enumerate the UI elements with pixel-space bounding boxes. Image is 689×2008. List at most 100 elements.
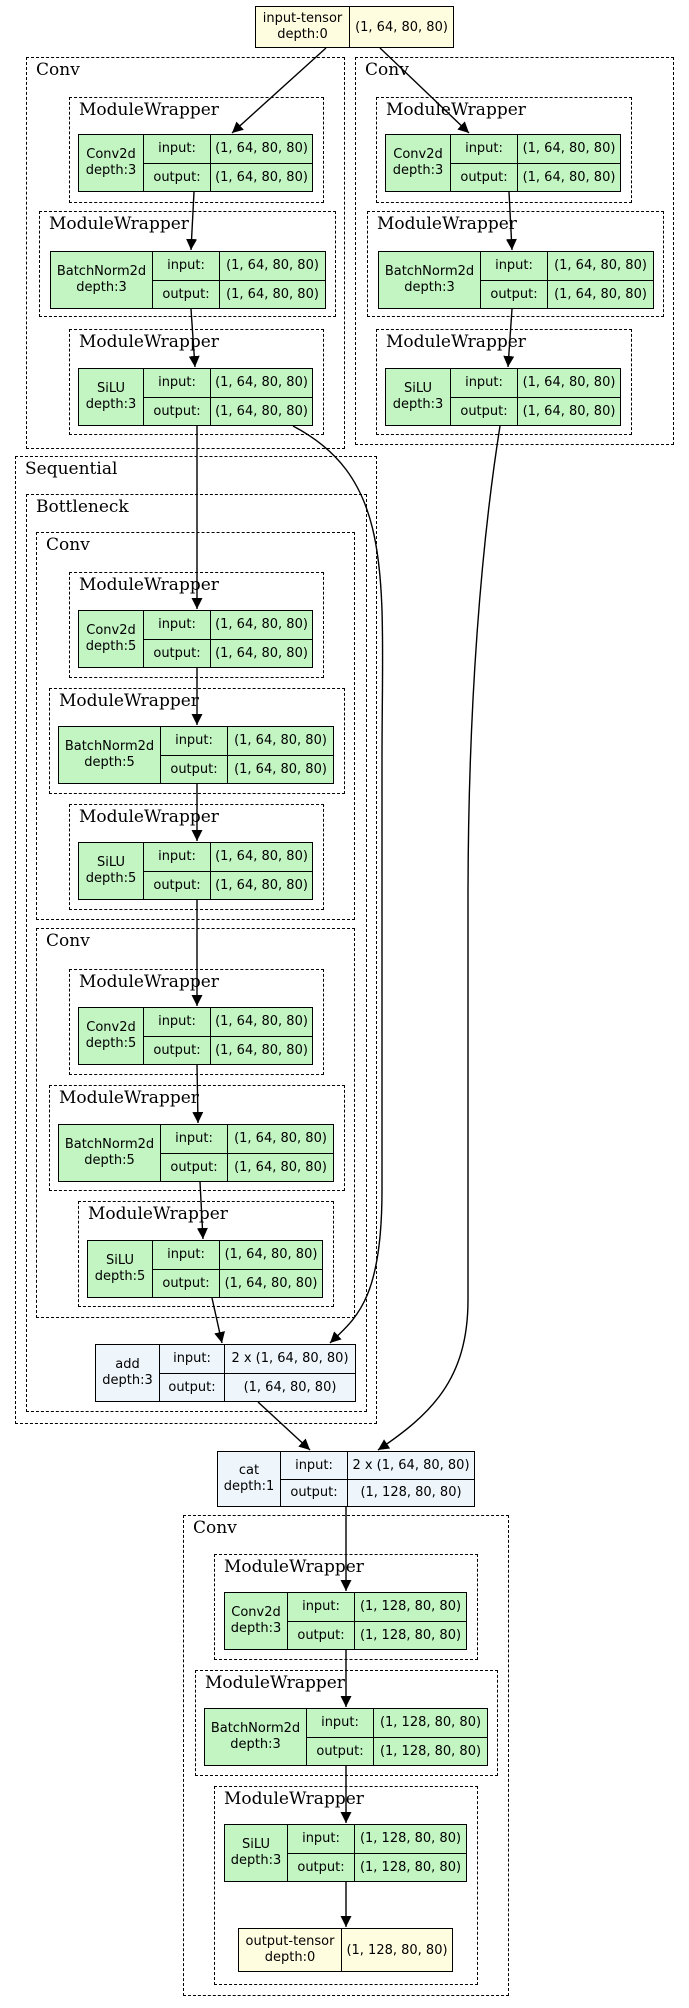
input-key: input: (144, 611, 211, 639)
edge-arrow (231, 47, 327, 134)
output-shape: (1, 64, 80, 80) (215, 1042, 308, 1058)
module-wrapper-cluster: ModuleWrapper (367, 211, 664, 317)
conv-cluster: Conv (36, 532, 355, 920)
input-key: input: (144, 135, 211, 163)
node-depth: depth:3 (404, 280, 455, 295)
output-key: output: (144, 397, 211, 425)
output-key: output: (144, 163, 211, 191)
cluster-label: ModuleWrapper (88, 1204, 228, 1224)
conv-cluster: Conv (36, 928, 355, 1318)
output-shape: (1, 64, 80, 80) (226, 286, 319, 302)
output-key: output: (161, 1153, 228, 1181)
edge-arrow (292, 425, 384, 1344)
input-key: input: (144, 843, 211, 871)
cluster-label: ModuleWrapper (79, 807, 219, 827)
node-depth: depth:0 (264, 1950, 316, 1965)
node-depth: depth:5 (85, 639, 137, 654)
output-shape: (1, 64, 80, 80) (215, 645, 308, 661)
cluster-label: ModuleWrapper (377, 214, 517, 234)
output-shape: (1, 64, 80, 80) (234, 1159, 327, 1175)
node-depth: depth:0 (277, 27, 328, 42)
node-depth: depth:5 (84, 755, 135, 770)
cluster-label: Conv (46, 535, 90, 555)
output-key: output: (451, 397, 518, 425)
output-key: output: (153, 280, 220, 308)
output-shape: (1, 64, 80, 80) (554, 286, 647, 302)
output-shape: (1, 64, 80, 80) (522, 169, 616, 185)
output-key: output: (144, 1036, 211, 1064)
node-name: BatchNorm2d (384, 264, 475, 279)
module-wrapper-cluster: ModuleWrapper (78, 1201, 334, 1307)
node-depth: depth:3 (392, 163, 444, 178)
input-key: input: (160, 1345, 225, 1373)
output-key: output: (288, 1621, 355, 1649)
input-shape: (1, 64, 80, 80) (234, 733, 327, 749)
output-shape: (1, 64, 80, 80) (224, 1275, 318, 1291)
output-key: output: (144, 871, 211, 899)
node-name: Conv2d (86, 623, 136, 638)
node-name: Conv2d (231, 1605, 281, 1620)
cluster-label: ModuleWrapper (79, 100, 219, 120)
node-name: BatchNorm2d (64, 1137, 155, 1152)
cluster-label: ModuleWrapper (224, 1557, 364, 1577)
node-depth: depth:3 (392, 397, 444, 412)
input-key: input: (281, 1452, 348, 1479)
input-shape: (1, 128, 80, 80) (379, 1715, 482, 1731)
input-shape: (1, 64, 80, 80) (224, 1247, 318, 1263)
cluster-label: ModuleWrapper (59, 1088, 199, 1108)
node-name: BatchNorm2d (64, 739, 155, 754)
input-key: input: (153, 1241, 220, 1269)
output-shape: (1, 64, 80, 80) (215, 403, 308, 419)
node-depth: depth:3 (230, 1737, 281, 1752)
cluster-label: Conv (36, 60, 80, 80)
input-key: input: (307, 1709, 374, 1737)
output-key: output: (161, 755, 228, 783)
cluster-label: Bottleneck (36, 497, 129, 517)
edge-arrow (196, 1181, 208, 1240)
node-depth: depth:1 (223, 1479, 275, 1494)
node-depth: depth:3 (76, 280, 127, 295)
edge-arrow (377, 425, 501, 1451)
node-depth: depth:5 (84, 1153, 135, 1168)
node-name: BatchNorm2d (210, 1721, 301, 1736)
input-shape: (1, 64, 80, 80) (215, 375, 308, 391)
output-key: output: (153, 1269, 220, 1297)
output-key: output: (160, 1373, 225, 1401)
node-depth: depth:5 (85, 871, 137, 886)
node-depth: depth:3 (102, 1373, 153, 1388)
node-name: cat (238, 1463, 260, 1478)
input-shape: (1, 64, 80, 80) (234, 1131, 327, 1147)
node-name: add (115, 1357, 140, 1372)
input-shape: (1, 64, 80, 80) (215, 1014, 308, 1030)
